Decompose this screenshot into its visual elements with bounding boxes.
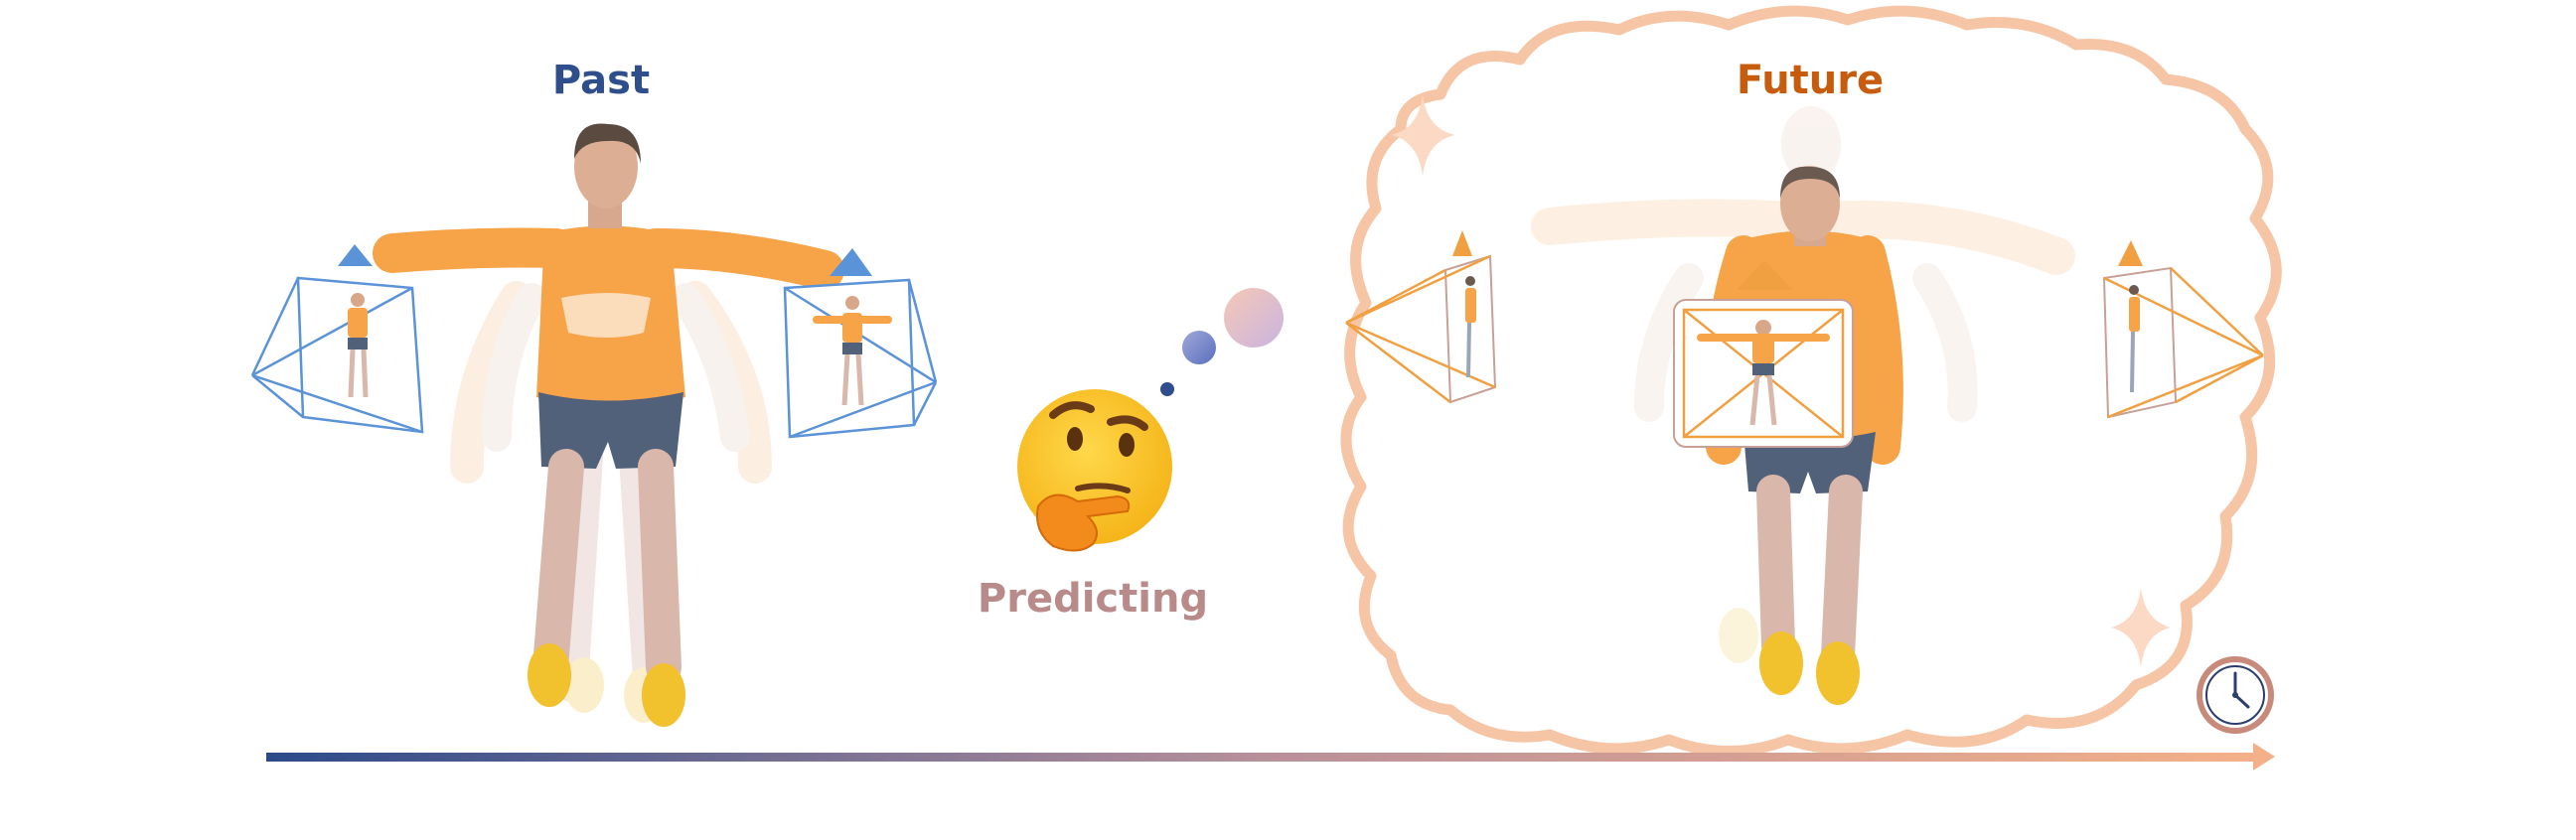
- past-label: Past: [551, 58, 651, 103]
- timeline-arrow-head: [2253, 743, 2275, 770]
- sparkle-icon: [1391, 94, 1455, 177]
- clock-icon: [2197, 656, 2274, 734]
- thought-bubble-dots: [1224, 288, 1284, 348]
- camera-frustum-icon: [1673, 260, 1854, 448]
- camera-frustum-icon: [1345, 230, 1497, 404]
- camera-frustum-icon: [783, 248, 938, 439]
- past-human-figure: [373, 123, 844, 727]
- thought-bubble-dots: [1182, 331, 1216, 364]
- thought-bubble-dots: [1160, 382, 1174, 396]
- predicting-label: Predicting: [977, 576, 1209, 622]
- camera-frustum-icon: [250, 244, 424, 434]
- sparkle-icon: [2111, 588, 2171, 667]
- timeline-arrow-shaft: [266, 753, 2263, 762]
- camera-frustum-icon: [2102, 240, 2264, 419]
- thinking-face-icon: [1017, 389, 1172, 552]
- future-label: Future: [1736, 58, 1885, 103]
